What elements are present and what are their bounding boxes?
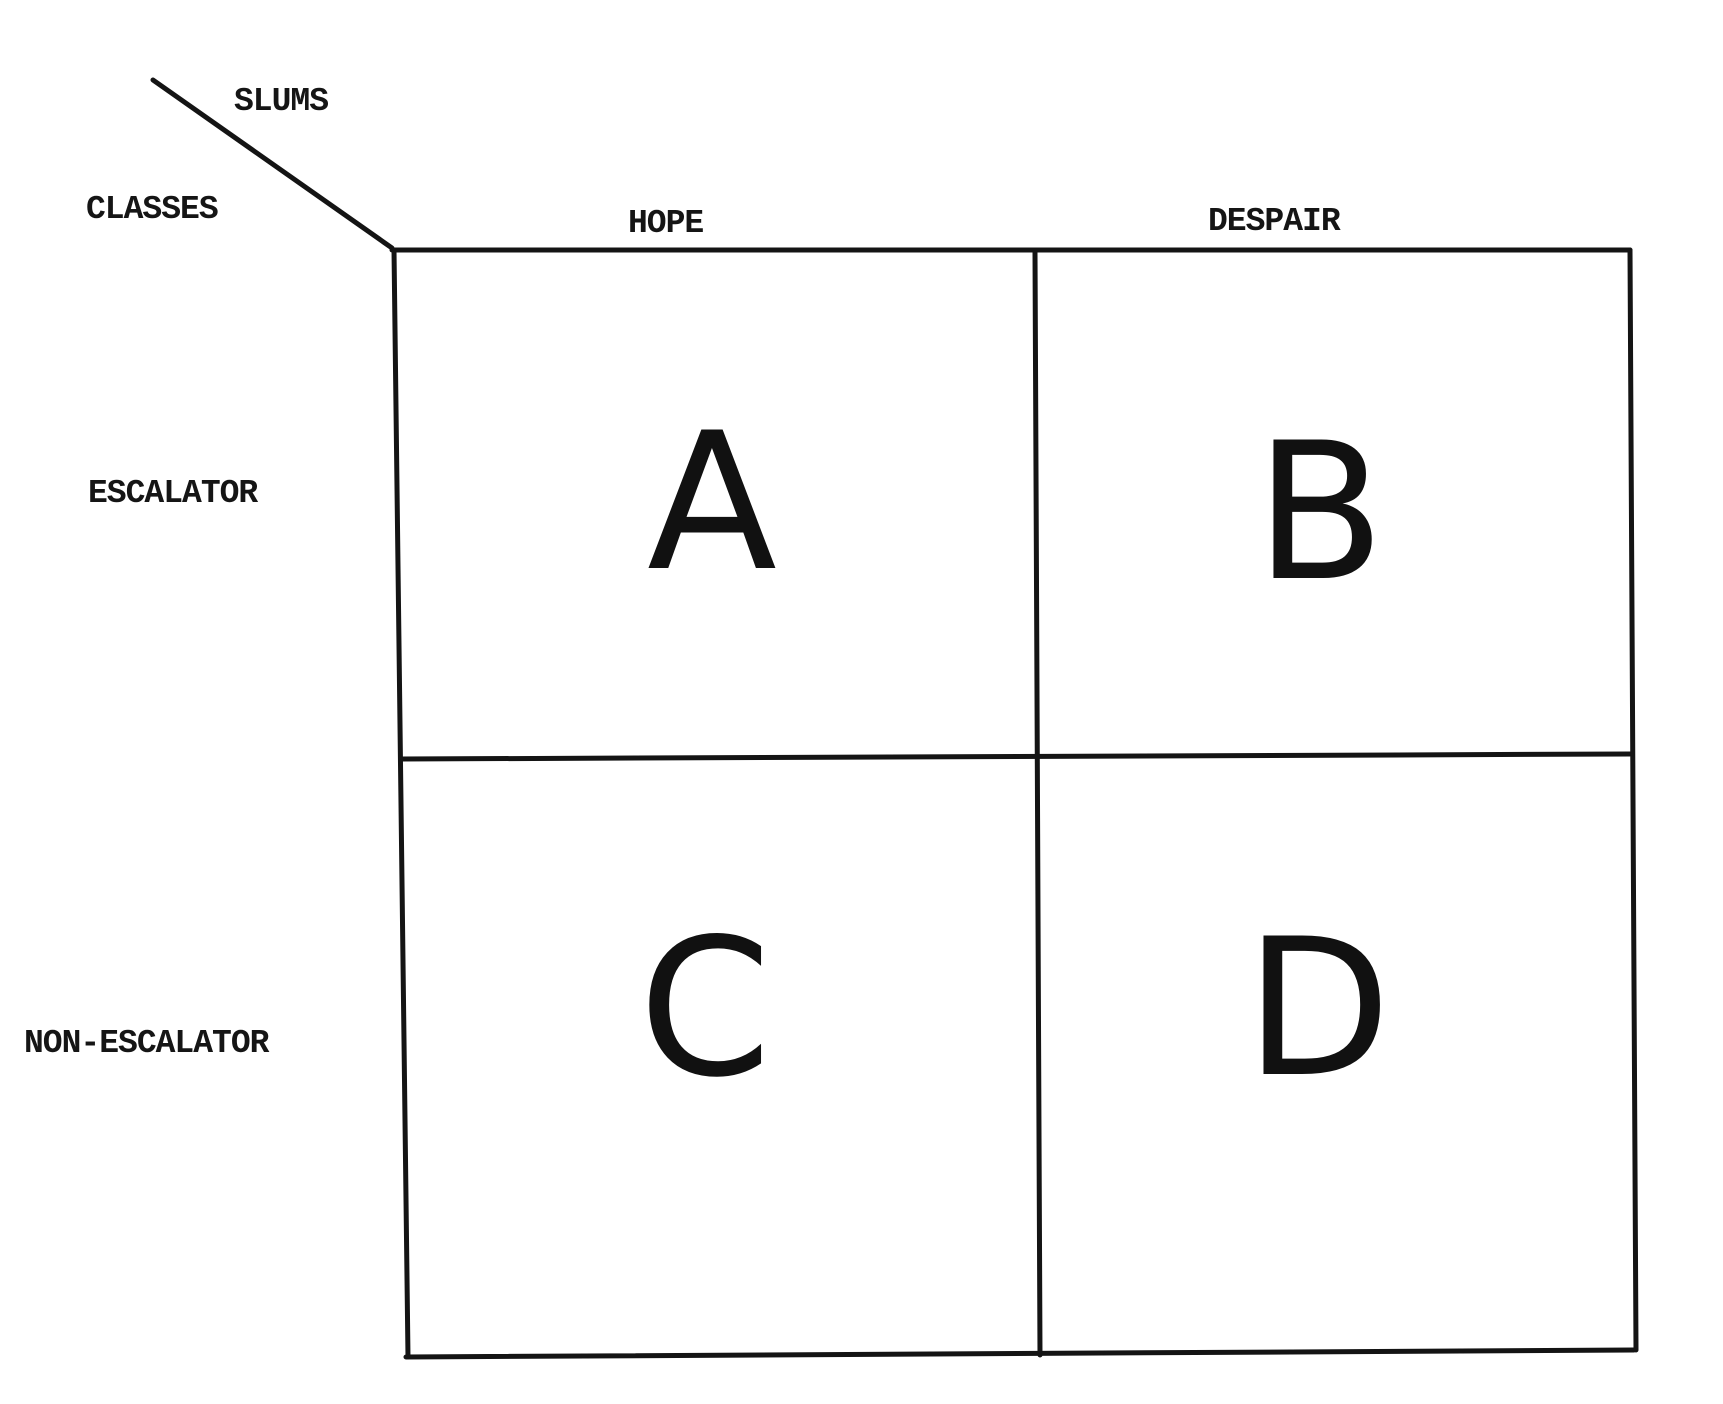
- grid-horizontal-divider: [398, 751, 1633, 762]
- corner-top-label: SLUMS: [234, 83, 328, 120]
- grid-left-border: [391, 247, 411, 1360]
- row-header-escalator: ESCALATOR: [88, 475, 258, 512]
- column-header-despair: DESPAIR: [1208, 203, 1341, 240]
- grid-bottom-border: [403, 1347, 1637, 1360]
- cell-letter-a: A: [647, 392, 777, 613]
- grid-right-border: [1627, 247, 1639, 1353]
- corner-diagonal-line: [150, 77, 395, 251]
- grid-vertical-divider: [1032, 249, 1043, 1358]
- cell-letter-d: D: [1245, 898, 1391, 1119]
- corner-left-label: CLASSES: [86, 191, 218, 228]
- row-header-non-escalator: NON-ESCALATOR: [24, 1025, 270, 1062]
- cell-letter-c: C: [639, 898, 772, 1119]
- column-header-hope: HOPE: [628, 205, 703, 242]
- cell-letter-b: B: [1255, 402, 1385, 623]
